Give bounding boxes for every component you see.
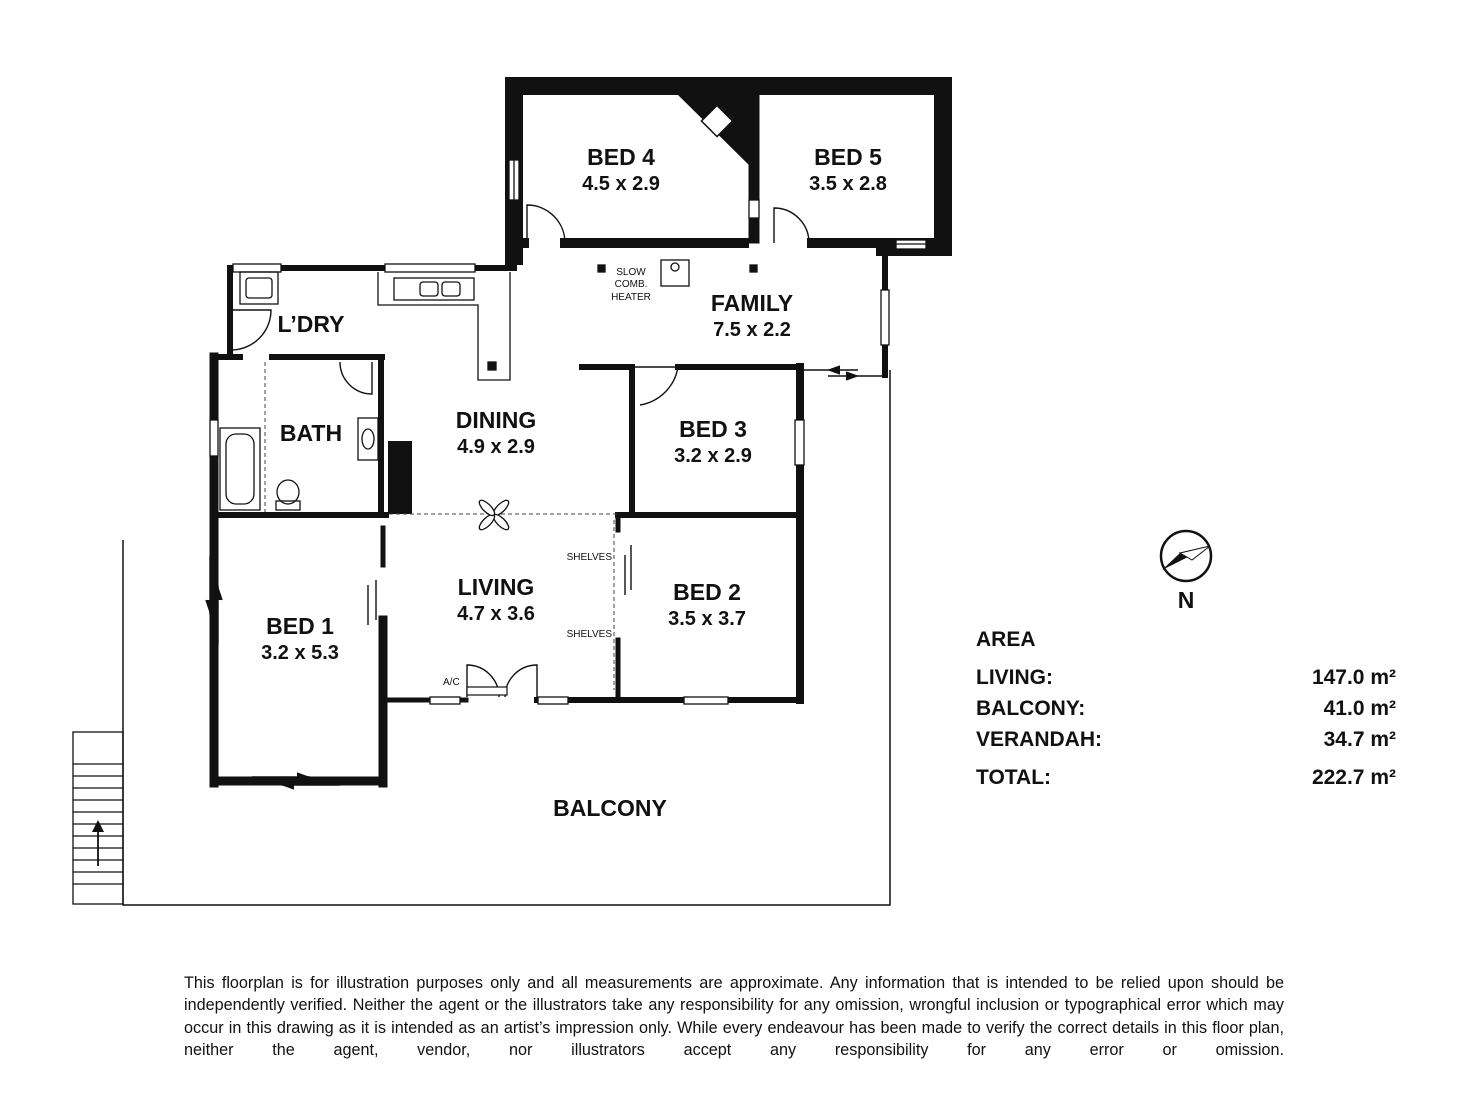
family-name: FAMILY	[711, 290, 793, 316]
compass-icon	[1159, 529, 1213, 583]
sliding-doors	[205, 365, 885, 790]
laundry-name: L’DRY	[278, 311, 345, 337]
floor-plan: BED 4 4.5 x 2.9 BED 5 3.5 x 2.8 FAMILY 7…	[72, 77, 1396, 906]
bath-name: BATH	[280, 420, 342, 446]
area-verandah-label: VERANDAH:	[976, 728, 1102, 751]
living-name: LIVING	[458, 574, 535, 600]
family-dims: 7.5 x 2.2	[713, 319, 791, 341]
balcony-name: BALCONY	[553, 795, 667, 821]
heater-label-2: COMB.	[615, 279, 648, 290]
ac-label: A/C	[443, 677, 460, 688]
stairs-arrow-icon	[92, 820, 104, 866]
bed4-closet-hatch	[700, 104, 734, 138]
bathtub-icon	[219, 427, 261, 511]
bath-fixtures	[219, 417, 379, 511]
shelves-label-bottom: SHELVES	[567, 629, 613, 640]
bed3-name: BED 3	[679, 416, 747, 442]
bed5-dims: 3.5 x 2.8	[809, 173, 887, 195]
area-balcony-value: 41.0 m²	[1324, 697, 1396, 720]
area-balcony-label: BALCONY:	[976, 697, 1085, 720]
stairs	[72, 731, 124, 905]
basin-icon	[357, 417, 379, 461]
heater	[597, 259, 758, 287]
bed5-name: BED 5	[814, 144, 882, 170]
laundry-tub	[239, 271, 279, 305]
bed3-dims: 3.2 x 2.9	[674, 445, 752, 467]
compass-label: N	[1178, 587, 1195, 613]
ac-unit	[466, 686, 508, 696]
disclaimer: This floorplan is for illustration purpo…	[184, 974, 1284, 1060]
area-heading: AREA	[976, 628, 1036, 651]
dining-name: DINING	[456, 407, 537, 433]
bed2-dims: 3.5 x 3.7	[668, 608, 746, 630]
shelves-label-top: SHELVES	[567, 552, 613, 563]
area-total-value: 222.7 m²	[1312, 766, 1396, 789]
heater-label-3: HEATER	[611, 292, 651, 303]
bed1-name: BED 1	[266, 613, 334, 639]
ceiling-fan-icon	[478, 499, 510, 531]
area-living-value: 147.0 m²	[1312, 666, 1396, 689]
bed1-dims: 3.2 x 5.3	[261, 642, 339, 664]
dining-dims: 4.9 x 2.9	[457, 436, 535, 458]
area-verandah-value: 34.7 m²	[1324, 728, 1396, 751]
heater-label-1: SLOW	[616, 267, 646, 278]
area-total-label: TOTAL:	[976, 766, 1051, 789]
bed2-name: BED 2	[673, 579, 741, 605]
bed4-name: BED 4	[587, 144, 655, 170]
bed4-dims: 4.5 x 2.9	[582, 173, 660, 195]
area-living-label: LIVING:	[976, 666, 1053, 689]
living-dims: 4.7 x 3.6	[457, 603, 535, 625]
balcony-outline	[122, 370, 891, 906]
toilet-icon	[276, 479, 300, 505]
windows	[209, 159, 927, 705]
kitchen-bench	[377, 272, 511, 381]
